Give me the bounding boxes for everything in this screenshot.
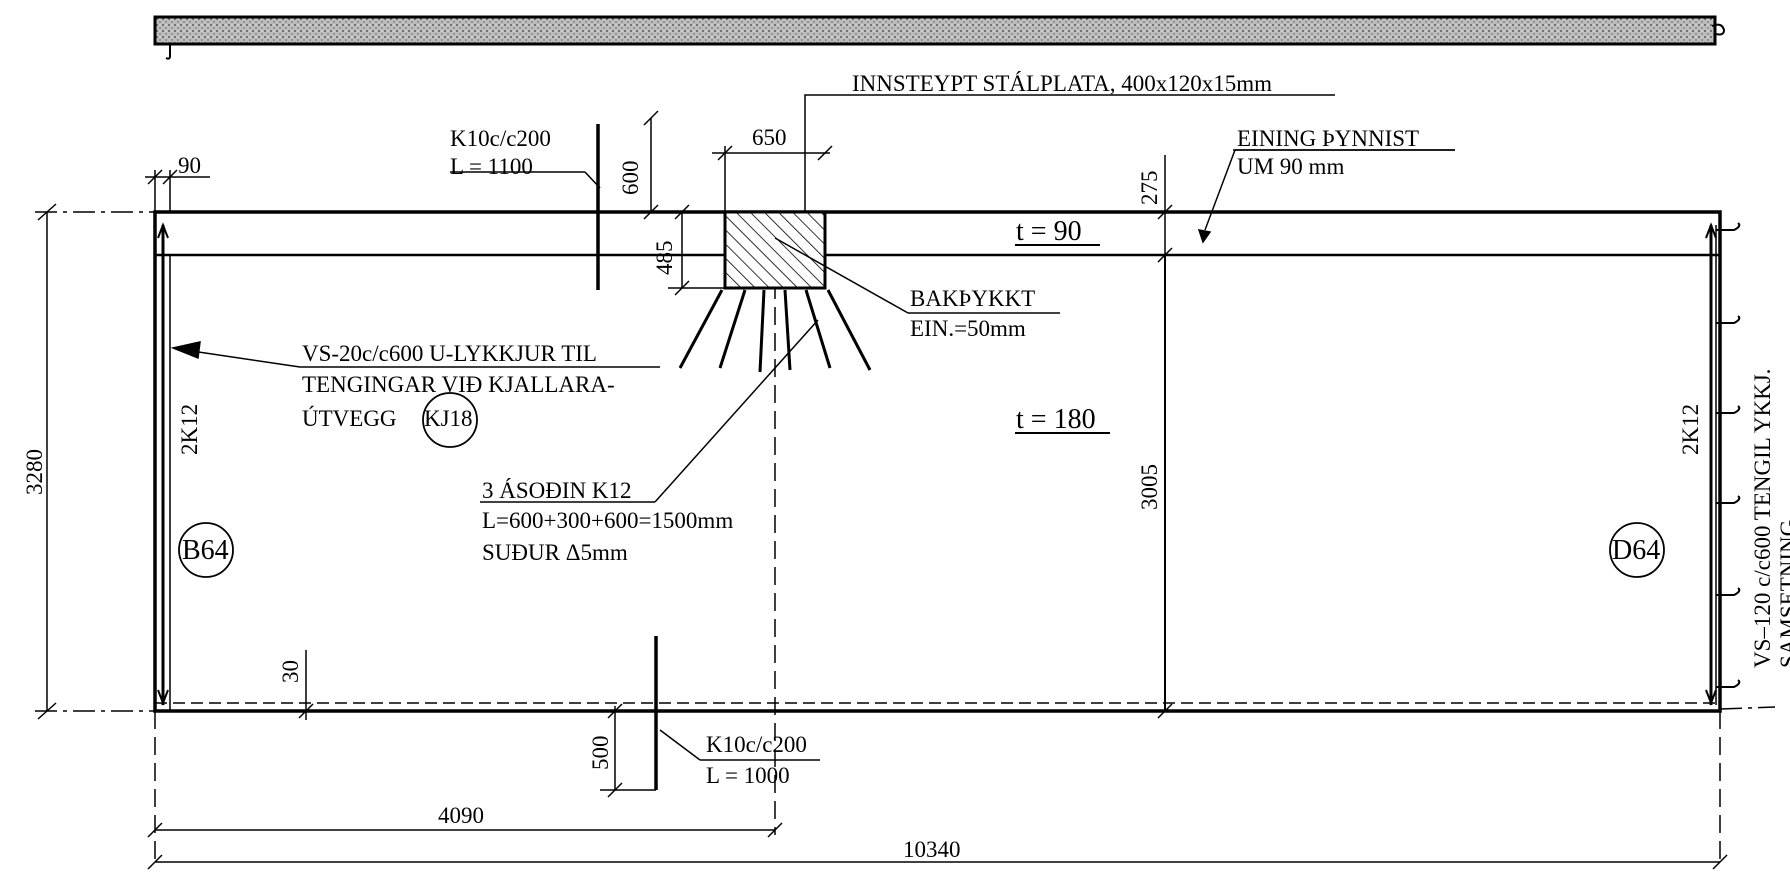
embedded-steel-plate	[723, 210, 827, 290]
weld-label-1: 3 ÁSOÐIN K12	[482, 478, 632, 503]
thinning-label-1: EINING ÞYNNIST	[1237, 126, 1419, 151]
dim-650: 650	[752, 125, 787, 150]
k10-top-spacing: K10c/c200	[450, 126, 551, 151]
vs120-label-2: SAMSETNING	[1776, 520, 1790, 668]
centre-lines	[35, 211, 1776, 865]
section-marks	[178, 392, 1665, 578]
bar-right-label: 2K12	[1678, 404, 1703, 455]
weld-label-2: L=600+300+600=1500mm	[482, 508, 733, 533]
bakthykkt-label-2: EIN.=50mm	[910, 316, 1026, 341]
dim-500: 500	[588, 736, 613, 771]
leader-lines	[170, 149, 1455, 761]
thickness-90: t = 90	[1016, 216, 1082, 247]
dim-10340: 10340	[903, 837, 961, 862]
thickness-180: t = 180	[1016, 404, 1096, 435]
k10-top-length: L = 1100	[450, 154, 533, 179]
b64-mark: B64	[182, 535, 229, 566]
steel-plate-label: INNSTEYPT STÁLPLATA, 400x120x15mm	[852, 71, 1272, 96]
section-view-strip	[153, 15, 1726, 60]
anchor-fan	[678, 289, 872, 373]
dim-3005: 3005	[1137, 464, 1162, 510]
k10-bottom-spacing: K10c/c200	[706, 732, 807, 757]
vs20-label-3: ÚTVEGG	[302, 405, 397, 431]
bar-left-label: 2K12	[177, 404, 202, 455]
weld-label-3: SUÐUR Δ5mm	[482, 540, 628, 565]
k10-bottom-length: L = 1000	[706, 763, 790, 788]
dimension-lines	[37, 94, 1728, 870]
kj18-mark: KJ18	[424, 406, 473, 431]
thinning-label-2: UM 90 mm	[1237, 154, 1344, 179]
rebar-right-2k12	[1705, 222, 1717, 706]
rebar-left-2k12	[157, 222, 169, 706]
dim-275: 275	[1137, 171, 1162, 206]
dim-4090: 4090	[438, 803, 484, 828]
dim-90: 90	[178, 153, 201, 178]
vs120-label-1: VS–120 c/c600 TENGIL YKKJ.	[1750, 369, 1775, 668]
panel-outline	[153, 210, 1722, 713]
dim-30: 30	[278, 660, 303, 683]
dim-485: 485	[652, 241, 677, 276]
vs20-label-2: TENGINGAR VIÐ KJALLARA-	[302, 372, 615, 397]
edge-ties-right	[1716, 222, 1741, 688]
dim-3280: 3280	[22, 449, 47, 495]
dim-600: 600	[618, 161, 643, 196]
bakthykkt-label-1: BAKÞYKKT	[910, 286, 1035, 311]
labels: INNSTEYPT STÁLPLATA, 400x120x15mm 650 90…	[22, 71, 1790, 862]
d64-mark: D64	[1612, 535, 1660, 566]
vs20-label-1: VS-20c/c600 U-LYKKJUR TIL	[302, 341, 597, 366]
